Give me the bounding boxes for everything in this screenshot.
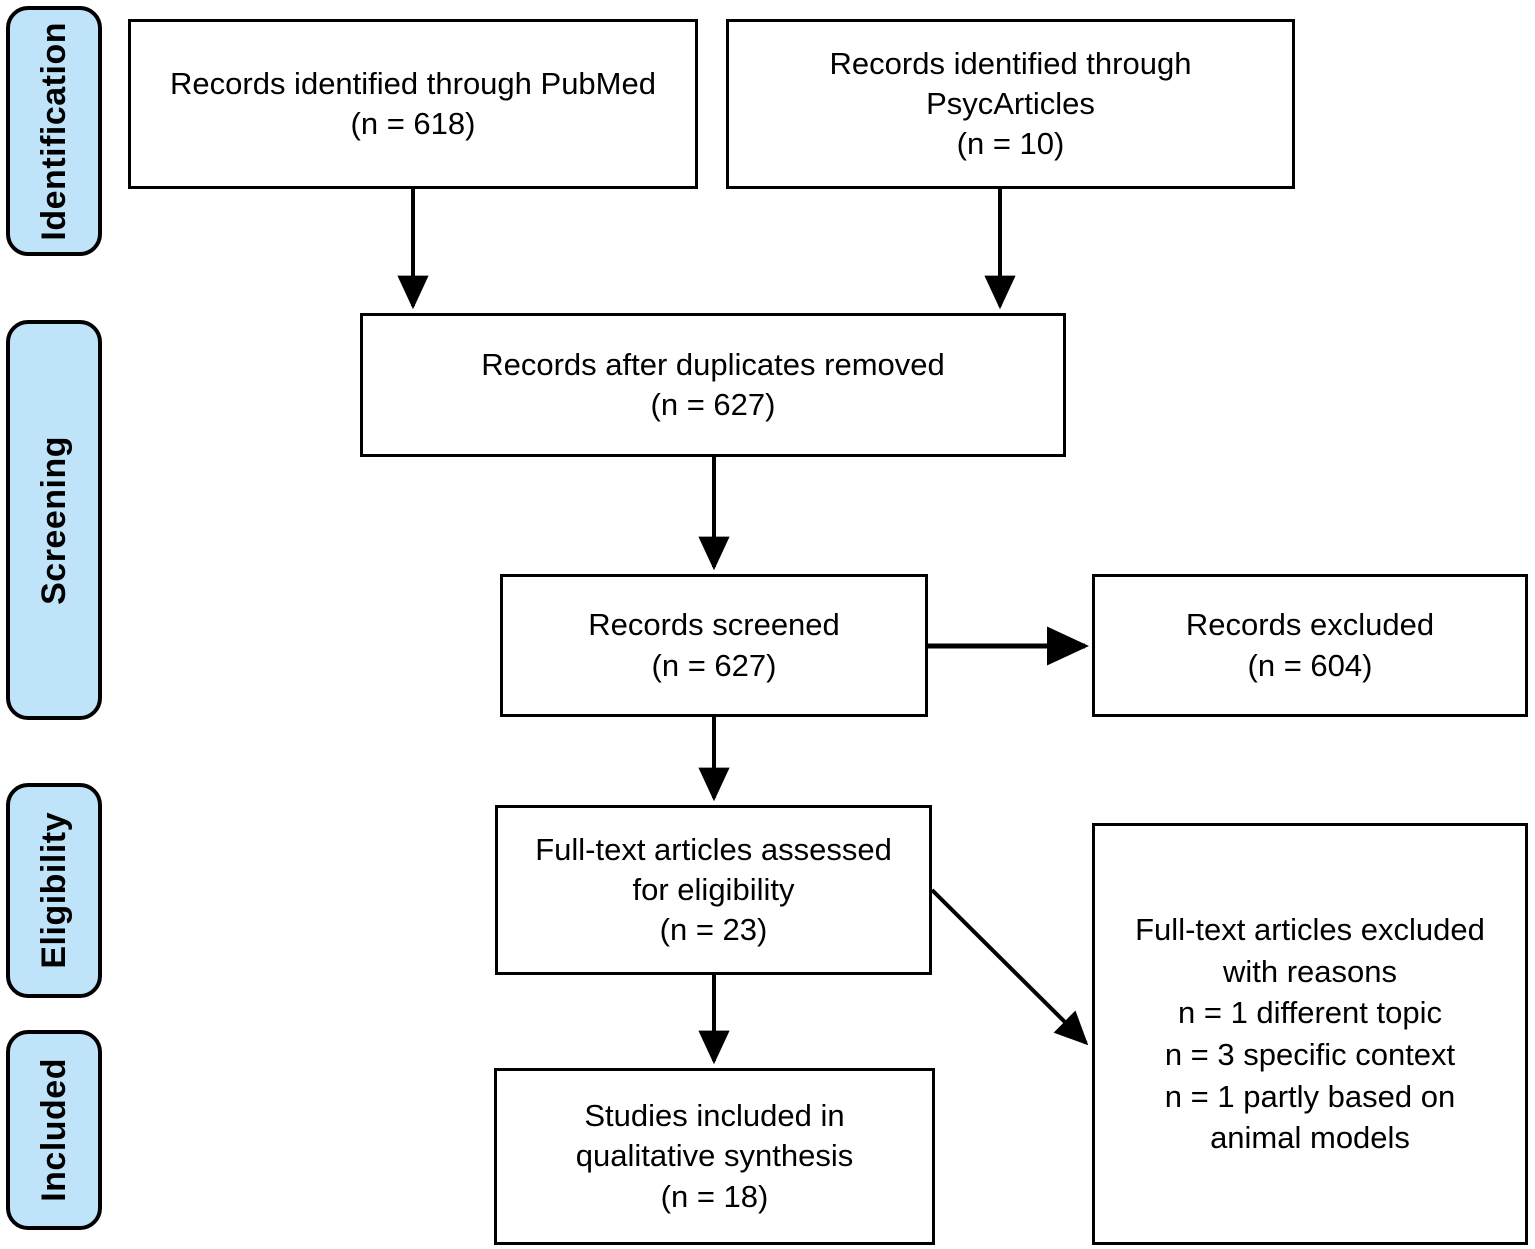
stage-label-identification: Identification	[35, 21, 73, 241]
stage-label-included: Included	[35, 1058, 73, 1202]
box-text-psycarticles: Records identified through PsycArticles …	[829, 45, 1192, 162]
box-text-fulltext-excluded: Full-text articles excluded with reasons…	[1135, 912, 1485, 1156]
box-text-duplicates-removed: Records after duplicates removed (n = 62…	[481, 346, 945, 422]
stage-pill-eligibility: Eligibility	[6, 783, 102, 998]
box-records-excluded: Records excluded (n = 604)	[1092, 574, 1528, 717]
box-text-records-screened: Records screened (n = 627)	[588, 607, 840, 683]
box-studies-included-qualitative-synthesis: Studies included in qualitative synthesi…	[494, 1068, 935, 1245]
stage-label-screening: Screening	[35, 435, 73, 605]
box-records-screened: Records screened (n = 627)	[500, 574, 928, 717]
stage-label-eligibility: Eligibility	[35, 812, 73, 969]
box-records-identified-psycarticles: Records identified through PsycArticles …	[726, 19, 1295, 189]
box-records-identified-pubmed: Records identified through PubMed (n = 6…	[128, 19, 698, 189]
box-text-fulltext-assessed: Full-text articles assessed for eligibil…	[535, 831, 892, 948]
box-text-records-excluded: Records excluded (n = 604)	[1185, 607, 1435, 683]
box-text-pubmed: Records identified through PubMed (n = 6…	[170, 65, 656, 141]
box-fulltext-assessed-for-eligibility: Full-text articles assessed for eligibil…	[495, 805, 932, 975]
stage-pill-identification: Identification	[6, 6, 102, 256]
stage-pill-screening: Screening	[6, 320, 102, 720]
box-records-after-duplicates-removed: Records after duplicates removed (n = 62…	[360, 313, 1066, 457]
box-fulltext-excluded-with-reasons: Full-text articles excluded with reasons…	[1092, 823, 1528, 1245]
box-text-studies-included: Studies included in qualitative synthesi…	[575, 1098, 854, 1214]
stage-pill-included: Included	[6, 1030, 102, 1230]
connector-fulltext-to-excluded-reasons	[930, 888, 1089, 1046]
